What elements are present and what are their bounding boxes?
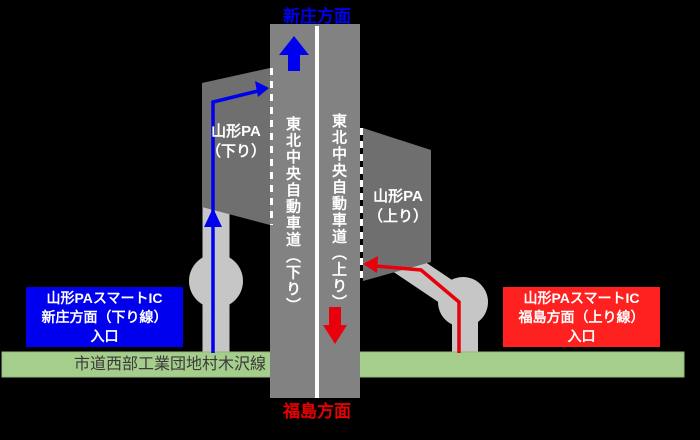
up-entrance-sign-line3: 入口 (567, 328, 596, 344)
up-entry-ramp (382, 243, 488, 354)
pa-up-label: 山形PA （上り） (356, 187, 440, 227)
down-entrance-sign-line3: 入口 (90, 328, 119, 344)
expressway-down-lane-label: 東北中央自動車道（下り） (284, 116, 301, 314)
down-ramp-roundabout (189, 254, 243, 308)
shinjo-direction-label: 新庄方面 (283, 7, 351, 26)
up-entrance-sign: 山形PAスマートIC 福島方面（上り線） 入口 (503, 287, 660, 347)
center-divider-line (315, 26, 319, 398)
fukushima-direction-label: 福島方面 (283, 402, 351, 421)
up-entrance-sign-line2: 福島方面（上り線） (518, 309, 645, 325)
up-line-direction-arrow-icon (323, 307, 347, 344)
pa-up-label-line2: （上り） (367, 208, 428, 225)
pa-down-area (202, 68, 270, 225)
up-entrance-sign-line1: 山形PAスマートIC (523, 290, 640, 306)
pa-up-label-line1: 山形PA (373, 188, 423, 205)
up-ramp-roundabout (438, 277, 488, 327)
pa-down-label: 山形PA （下り） (194, 122, 278, 162)
pa-down-label-line1: 山形PA (211, 123, 261, 140)
down-entrance-sign-line1: 山形PAスマートIC (46, 290, 163, 306)
down-entry-route-arrow (204, 81, 269, 353)
down-entrance-sign: 山形PAスマートIC 新庄方面（下り線） 入口 (26, 287, 183, 347)
pa-down-label-line2: （下り） (205, 143, 266, 160)
down-line-direction-arrow-icon (279, 36, 309, 71)
expressway-up-lane-label: 東北中央自動車道（上り） (330, 113, 347, 311)
local-road-label: 市道西部工業団地村木沢線 (73, 356, 266, 373)
up-entry-route-arrow (363, 256, 461, 353)
down-entrance-sign-line2: 新庄方面（下り線） (41, 309, 168, 325)
pa-up-area (363, 128, 431, 281)
